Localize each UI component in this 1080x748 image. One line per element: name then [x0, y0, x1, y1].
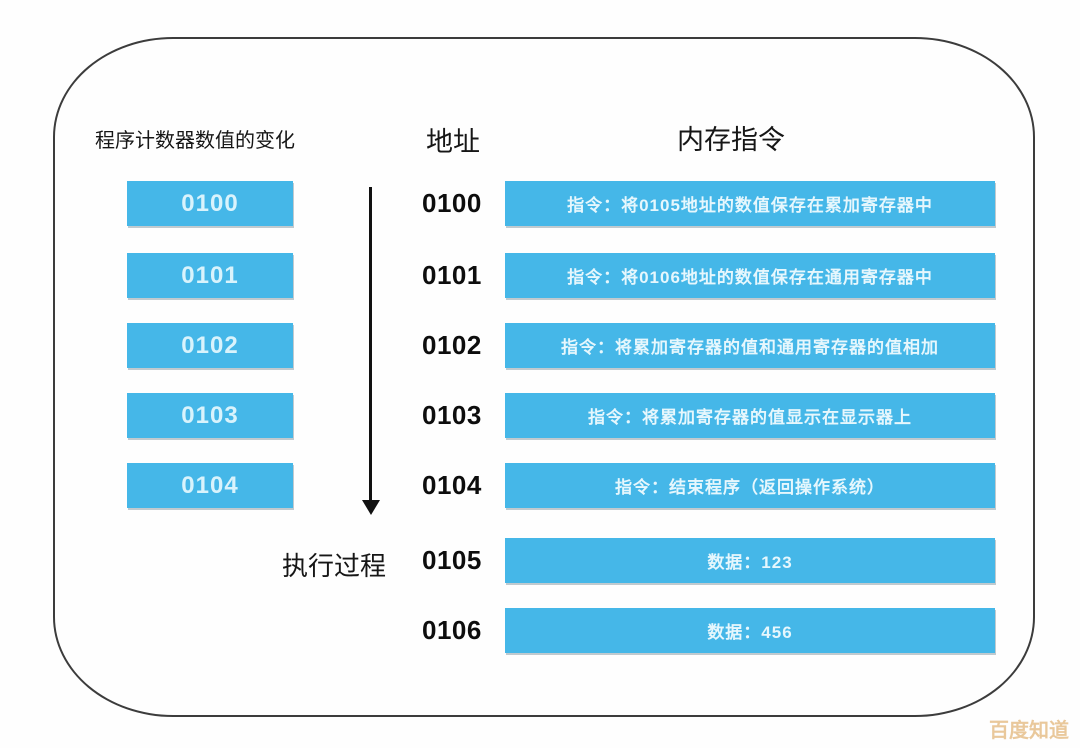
memory-instruction-box: 指令：将0106地址的数值保存在通用寄存器中 [505, 253, 995, 298]
memory-instruction-box: 指令：结束程序（返回操作系统） [505, 463, 995, 508]
execution-process-label: 执行过程 [282, 551, 387, 581]
memory-data-box: 数据：123 [505, 538, 995, 583]
memory-instruction-box: 指令：将累加寄存器的值显示在显示器上 [505, 393, 995, 438]
memory-address: 0102 [422, 330, 482, 360]
memory-row: 0100 指令：将0105地址的数值保存在累加寄存器中 [422, 181, 995, 226]
memory-row: 0103 指令：将累加寄存器的值显示在显示器上 [422, 393, 995, 438]
pc-column-header: 程序计数器数值的变化 [95, 130, 295, 152]
pc-value-box: 0100 [127, 181, 293, 226]
memory-address: 0101 [422, 260, 482, 290]
baidu-zhidao-watermark: 百度知道 [989, 720, 1069, 742]
memory-address: 0105 [422, 545, 482, 575]
memory-row: 0105 数据：123 [422, 538, 995, 583]
memory-row: 0104 指令：结束程序（返回操作系统） [422, 463, 995, 508]
rounded-frame-border [53, 37, 1035, 717]
pc-value-box: 0103 [127, 393, 293, 438]
memory-data-box: 数据：456 [505, 608, 995, 653]
memory-instruction-box: 指令：将0105地址的数值保存在累加寄存器中 [505, 181, 995, 226]
memory-instruction-box: 指令：将累加寄存器的值和通用寄存器的值相加 [505, 323, 995, 368]
execution-arrow-head-icon [362, 500, 380, 515]
memory-row: 0106 数据：456 [422, 608, 995, 653]
memory-address: 0100 [422, 188, 482, 218]
memory-row: 0102 指令：将累加寄存器的值和通用寄存器的值相加 [422, 323, 995, 368]
execution-arrow-line [369, 187, 372, 503]
memory-row: 0101 指令：将0106地址的数值保存在通用寄存器中 [422, 253, 995, 298]
memory-address: 0103 [422, 400, 482, 430]
memory-address: 0106 [422, 615, 482, 645]
memory-address: 0104 [422, 470, 482, 500]
pc-value-box: 0101 [127, 253, 293, 298]
memory-column-header: 内存指令 [677, 125, 785, 155]
pc-value-box: 0104 [127, 463, 293, 508]
address-column-header: 地址 [426, 127, 480, 157]
pc-value-box: 0102 [127, 323, 293, 368]
